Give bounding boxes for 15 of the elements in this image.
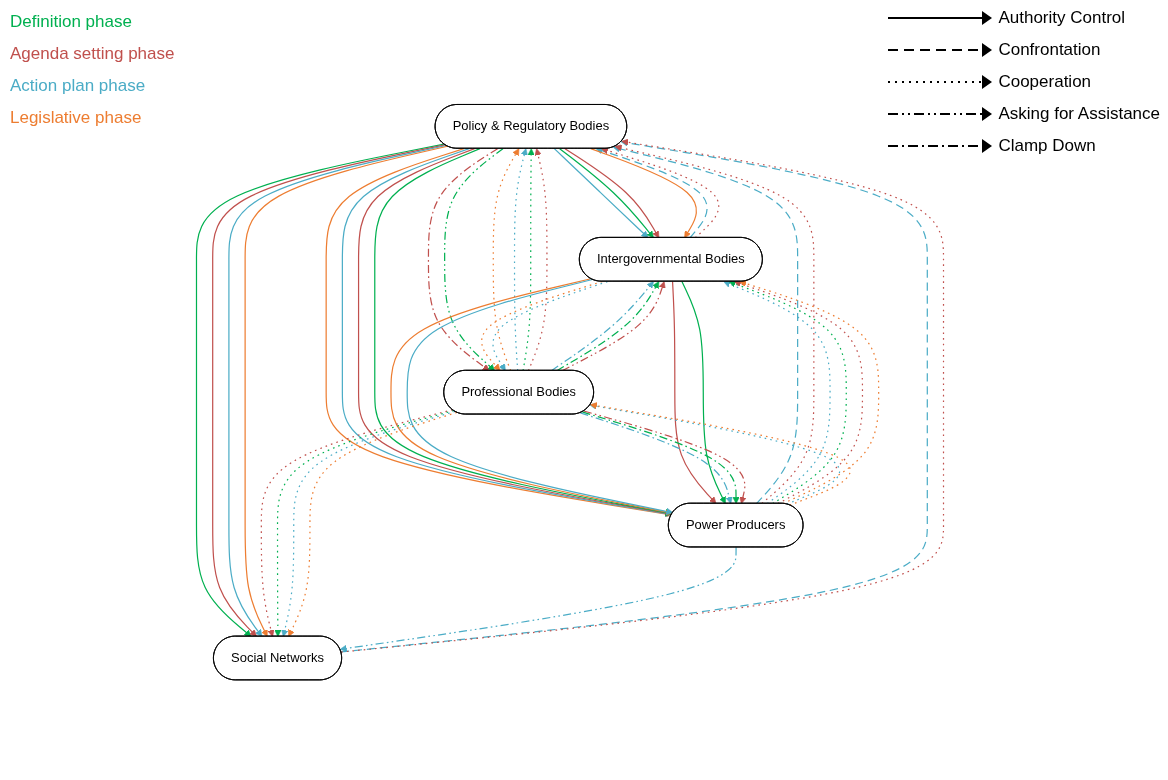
legend-text: Action plan phase bbox=[10, 75, 147, 97]
legend-text: Legislative phase bbox=[10, 107, 143, 129]
legend-text: Confrontation bbox=[998, 39, 1101, 61]
legend-text: Authority Control bbox=[998, 7, 1126, 29]
arrow bbox=[671, 280, 717, 504]
arrow bbox=[339, 546, 737, 652]
arrow bbox=[681, 280, 726, 504]
legend-text: Definition phase bbox=[10, 11, 133, 33]
legend-text: Clamp Down bbox=[998, 135, 1096, 157]
legend-text: Cooperation bbox=[998, 71, 1092, 93]
legend-text: Asking for Assistance bbox=[998, 103, 1160, 125]
arrow bbox=[444, 147, 504, 371]
legend-text: Agenda setting phase bbox=[10, 43, 175, 65]
arrow bbox=[728, 280, 847, 505]
arrow bbox=[427, 147, 499, 371]
